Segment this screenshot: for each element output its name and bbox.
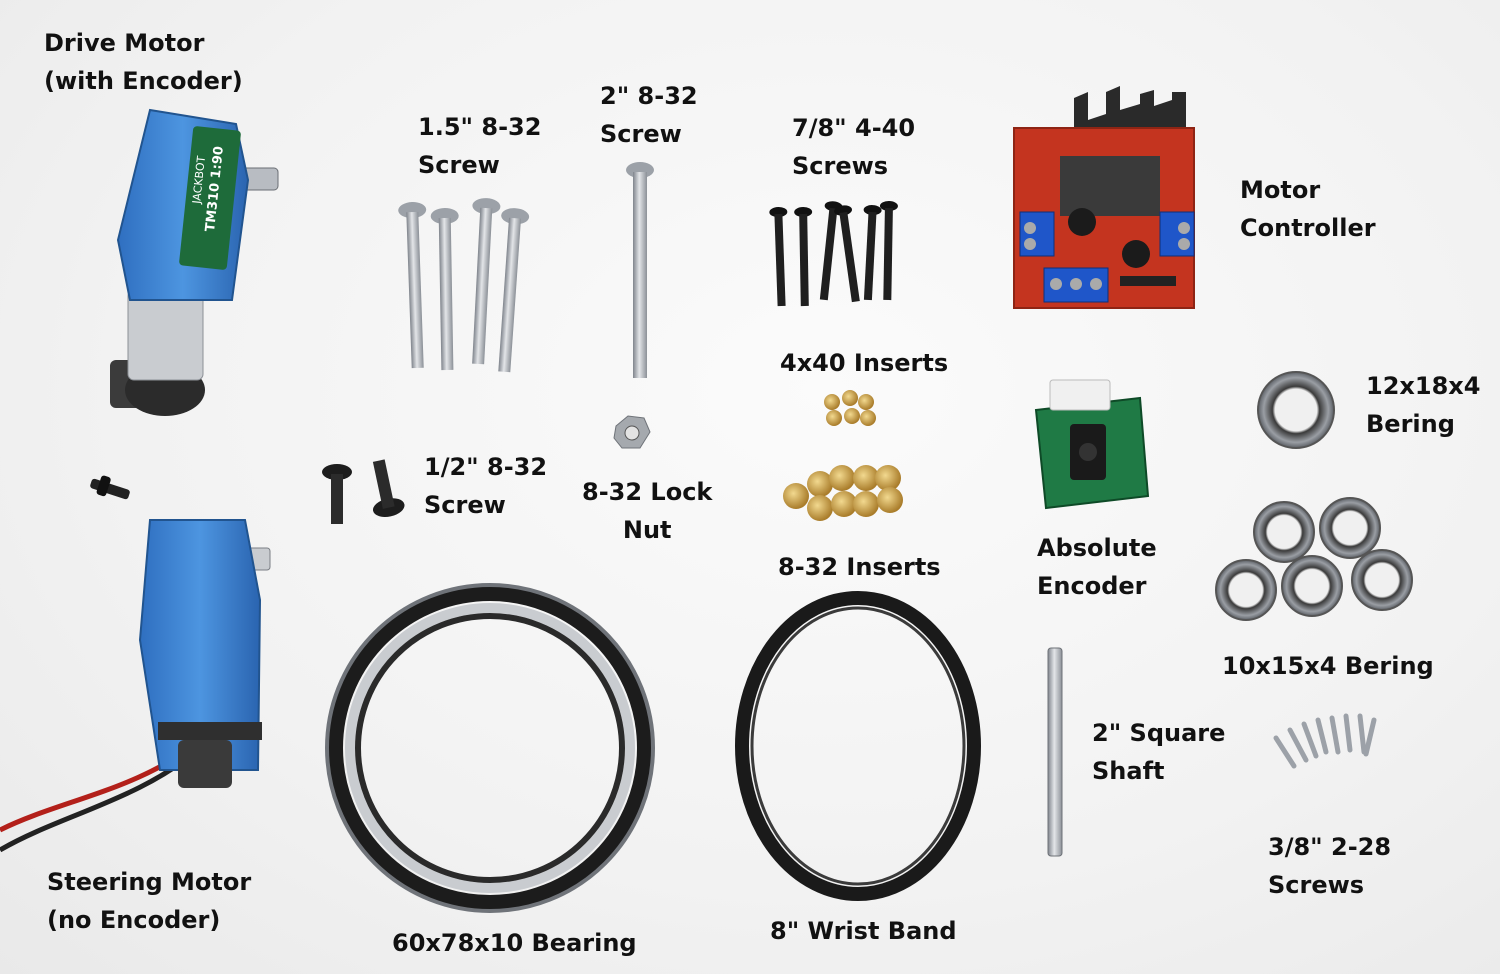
screws-3-8-inch (1273, 713, 1377, 769)
label-screw-2-inch: 2" 8-32 Screw (600, 82, 698, 148)
label-screws-7-8-inch: 7/8" 4-40 Screws (792, 114, 916, 180)
label-drive-motor: Drive Motor (with Encoder) (44, 29, 243, 95)
label-steering-motor: Steering Motor (no Encoder) (47, 868, 252, 934)
screws-half-inch (322, 459, 405, 524)
label-bearing-12x18x4: 12x18x4 Bering (1366, 372, 1481, 438)
label-screw-1-5-inch: 1.5" 8-32 Screw (418, 113, 542, 179)
small-black-screws (90, 475, 130, 500)
label-motor-controller: Motor Controller (1240, 176, 1376, 242)
label-inserts-8-32: 8-32 Inserts (778, 553, 941, 581)
drive-motor: JACKBOT TM310 1:90 (110, 108, 279, 416)
inserts-4-40 (824, 390, 876, 426)
inserts-8-32 (783, 465, 903, 521)
wrist-band (735, 591, 981, 901)
label-bearing-10x15x4: 10x15x4 Bering (1222, 652, 1434, 680)
motor-brand-text: JACKBOT (190, 155, 208, 205)
label-absolute-encoder: Absolute Encoder (1037, 534, 1157, 600)
screws-1-5-inch (398, 198, 530, 373)
label-wrist-band: 8" Wrist Band (770, 917, 957, 945)
bearing-60x78x10 (325, 583, 655, 913)
square-shaft (1047, 647, 1063, 857)
bearing-12x18x4 (1257, 371, 1335, 449)
steering-motor (0, 519, 271, 853)
screw-2-inch (626, 162, 654, 378)
label-inserts-4-40: 4x40 Inserts (780, 349, 949, 377)
label-square-shaft: 2" Square Shaft (1092, 719, 1226, 785)
bearings-10x15x4 (1215, 497, 1413, 621)
label-bearing-60x78x10: 60x78x10 Bearing (392, 929, 637, 957)
screws-7-8-inch (769, 201, 898, 307)
label-screws-3-8-inch: 3/8" 2-28 Screws (1268, 833, 1392, 899)
lock-nut (613, 415, 651, 449)
absolute-encoder-board (1034, 379, 1150, 510)
motor-controller-board (1013, 86, 1195, 309)
label-lock-nut: 8-32 Lock Nut (582, 478, 713, 544)
label-screw-half-inch: 1/2" 8-32 Screw (424, 453, 548, 519)
